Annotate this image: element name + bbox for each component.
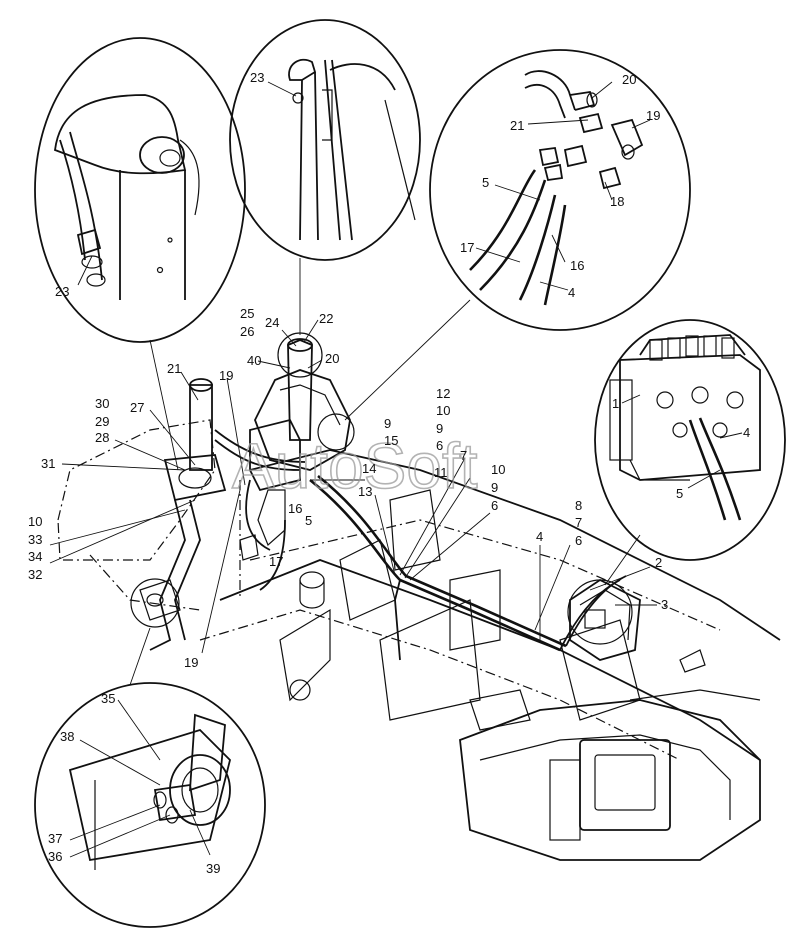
- callout-label: 9: [491, 480, 498, 495]
- callout-label: 7: [575, 515, 582, 530]
- callout-label: 16: [570, 258, 584, 273]
- callout-label: 37: [48, 831, 62, 846]
- callout-label: 20: [325, 351, 339, 366]
- callout-label: 6: [575, 533, 582, 548]
- callout-labels: 23 23 20 21 19 5 18 17 16 4 25 24 22 26 …: [28, 70, 750, 876]
- callout-label: 4: [743, 425, 750, 440]
- detail-bubble-bottom-left: [34, 682, 266, 928]
- callout-label: 33: [28, 532, 42, 547]
- callout-label: 27: [130, 400, 144, 415]
- left-cylinder-assembly: [139, 378, 227, 651]
- callout-label: 7: [460, 448, 467, 463]
- callout-label: 23: [55, 284, 69, 299]
- callout-label: 29: [95, 414, 109, 429]
- callout-label: 10: [436, 403, 450, 418]
- callout-label: 19: [646, 108, 660, 123]
- callout-label: 21: [510, 118, 524, 133]
- leader-lines: [49, 81, 743, 858]
- control-valve-tower: [239, 338, 351, 561]
- detail-callout-circles: [130, 332, 633, 645]
- callout-label: 26: [240, 324, 254, 339]
- callout-label: 35: [101, 691, 115, 706]
- detail-bubble-top-right: [429, 49, 691, 331]
- callout-label: 15: [384, 433, 398, 448]
- callout-label: 16: [288, 501, 302, 516]
- callout-label: 20: [622, 72, 636, 87]
- callout-label: 22: [319, 311, 333, 326]
- callout-label: 1: [612, 396, 619, 411]
- callout-label: 13: [358, 484, 372, 499]
- callout-label: 36: [48, 849, 62, 864]
- callout-label: 5: [676, 486, 683, 501]
- callout-label: 32: [28, 567, 42, 582]
- callout-label: 24: [265, 315, 279, 330]
- callout-label: 4: [568, 285, 575, 300]
- callout-label: 12: [436, 386, 450, 401]
- callout-label: 25: [240, 306, 254, 321]
- callout-label: 19: [219, 368, 233, 383]
- callout-label: 23: [250, 70, 264, 85]
- callout-label: 9: [436, 421, 443, 436]
- callout-label: 40: [247, 353, 261, 368]
- callout-label: 30: [95, 396, 109, 411]
- callout-label: 10: [491, 462, 505, 477]
- detail-bubble-top-center: [229, 19, 421, 261]
- callout-label: 10: [28, 514, 42, 529]
- detail-bubble-valve-block: [594, 319, 786, 561]
- callout-label: 6: [436, 438, 443, 453]
- callout-label: 5: [482, 175, 489, 190]
- callout-label: 4: [536, 529, 543, 544]
- callout-label: 9: [384, 416, 391, 431]
- callout-label: 11: [434, 465, 448, 480]
- callout-label: 17: [269, 554, 283, 569]
- watermark: AutoSoft: [232, 430, 478, 502]
- callout-label: 31: [41, 456, 55, 471]
- callout-label: 38: [60, 729, 74, 744]
- callout-label: 18: [610, 194, 624, 209]
- callout-label: 2: [655, 555, 662, 570]
- callout-label: 17: [460, 240, 474, 255]
- callout-label: 6: [491, 498, 498, 513]
- callout-label: 3: [661, 597, 668, 612]
- callout-label: 28: [95, 430, 109, 445]
- callout-label: 8: [575, 498, 582, 513]
- callout-label: 5: [305, 513, 312, 528]
- callout-label: 39: [206, 861, 220, 876]
- callout-label: 21: [167, 361, 181, 376]
- callout-label: 19: [184, 655, 198, 670]
- detail-bubble-top-left: [34, 37, 246, 343]
- callout-label: 34: [28, 549, 42, 564]
- callout-label: 14: [362, 461, 376, 476]
